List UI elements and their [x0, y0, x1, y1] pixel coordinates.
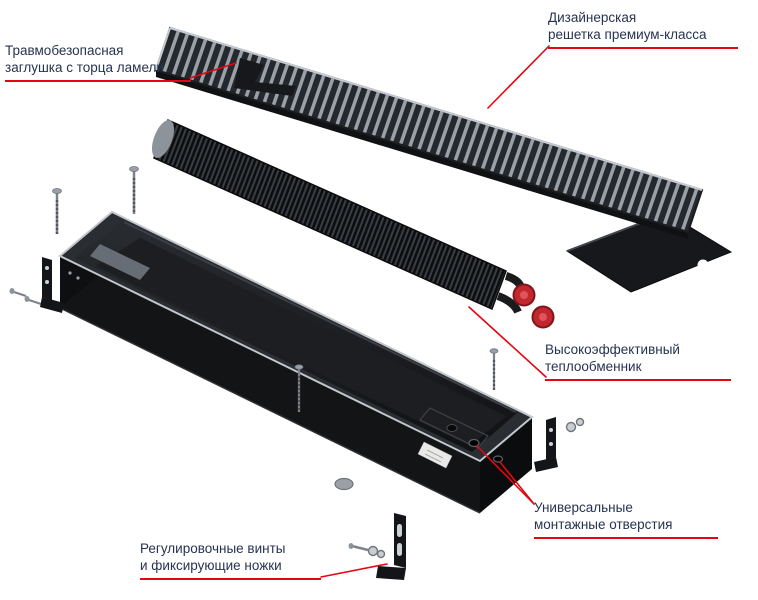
screw [489, 348, 499, 390]
callout-end-cap-line2: заглушка с торца ламели [5, 60, 164, 75]
callout-heat-exchanger-line2: теплообменник [545, 359, 642, 374]
leader-feet [320, 563, 388, 578]
grille-left-edge [155, 27, 171, 71]
floor-hole [446, 424, 458, 432]
mounting-hole [468, 438, 480, 448]
fixing-brackets [40, 257, 558, 580]
callout-feet-line2: и фиксирующие ножки [140, 558, 282, 573]
grille-thickness [156, 70, 688, 239]
leader-end-cap [189, 62, 237, 79]
premium-grille [154, 26, 704, 239]
callout-heat-exchanger-line1: Высокоэффективный [545, 342, 680, 357]
callout-feet-line1: Регулировочные винты [140, 541, 286, 556]
tray-bottom-edge-highlight [59, 307, 481, 514]
callout-mounting-holes-line2: монтажные отверстия [534, 517, 673, 532]
callout-feet: Регулировочные винты и фиксирующие ножки [140, 540, 321, 580]
callout-end-cap-line1: Травмобезопасная [5, 43, 124, 58]
mounting-hole [492, 455, 504, 463]
lamella-end-cap [234, 58, 296, 96]
washers [565, 417, 585, 433]
front-rivet [76, 276, 80, 280]
small-bolt [24, 296, 42, 305]
round-cover-disc [334, 477, 354, 491]
screw [294, 364, 304, 412]
leader-heat-exchanger [468, 306, 547, 378]
tray-front-face [60, 256, 480, 513]
callout-mounting-holes-line1: Универсальные [534, 500, 633, 515]
callout-grille-line1: Дизайнерская [548, 10, 637, 25]
callout-lines [189, 45, 550, 578]
small-bolt [9, 288, 27, 297]
bracket-right [534, 417, 558, 472]
convector-tray [58, 210, 534, 514]
screw-with-washers [348, 543, 386, 559]
exchanger-pipe [496, 292, 522, 314]
tray-floor [96, 238, 506, 446]
screw [129, 166, 139, 214]
bracket-left [40, 257, 64, 313]
heat-exchanger [151, 118, 555, 329]
inner-left-plate [90, 244, 150, 280]
callout-grille-line2: решетка премиум-класса [548, 27, 707, 42]
callout-end-cap: Травмобезопасная заглушка с торца ламели [5, 42, 191, 82]
exchanger-left-cap [151, 120, 175, 158]
front-rivet [68, 271, 72, 275]
grille-top-edge [169, 27, 703, 191]
tray-right-end-face [480, 417, 532, 513]
spec-sticker [417, 441, 453, 469]
callout-grille: Дизайнерская решетка премиум-класса [548, 9, 738, 49]
callout-heat-exchanger: Высокоэффективный теплообменник [545, 341, 731, 381]
valve-cap-center [520, 291, 528, 299]
screw [52, 188, 62, 234]
leader-grille [487, 45, 550, 109]
leader-mounting-hole-2 [499, 461, 535, 505]
valve-cap-center [539, 313, 547, 321]
leader-mounting-hole-1 [476, 445, 535, 505]
screws [9, 166, 585, 559]
bracket-bottom [376, 513, 406, 580]
tray-far-wall-edge [123, 221, 517, 413]
callout-mounting-holes: Универсальные монтажные отверстия [534, 499, 718, 539]
lid-notch [697, 259, 709, 271]
grille-slats [154, 26, 704, 234]
